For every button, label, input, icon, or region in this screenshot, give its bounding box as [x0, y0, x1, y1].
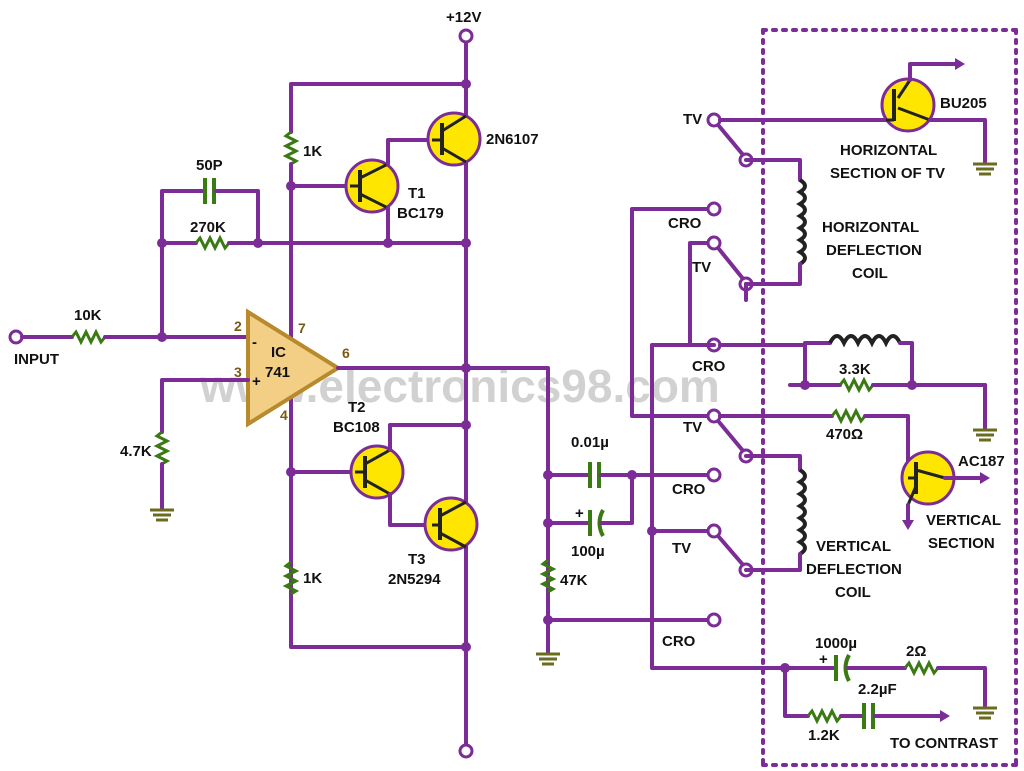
switch-tv1: TV: [683, 111, 702, 128]
r-12k-label: 1.2K: [808, 727, 840, 744]
t-2n6107-part: 2N6107: [486, 131, 539, 148]
supply-label: +12V: [446, 9, 481, 26]
resistor-r-top: [282, 130, 300, 166]
output-bus: [336, 363, 553, 625]
contrast-network: 1000µ + 2Ω 2.2µF 1.2K TO CONTRAST: [780, 635, 998, 752]
coupling-caps: 0.01µ + 100µ: [546, 434, 714, 560]
supply-terminal: [458, 28, 474, 44]
vert-section-l2: SECTION: [928, 535, 995, 552]
feedback-network: 50P 270K: [157, 157, 471, 337]
horiz-coil-l3: COIL: [852, 265, 888, 282]
r-top-label: 1K: [303, 143, 322, 160]
t1-part: BC179: [397, 205, 444, 222]
c-feedback-label: 50P: [196, 157, 223, 174]
bottom-terminal: [458, 743, 474, 759]
input-stage: 10K INPUT: [8, 307, 252, 368]
switch-contacts: TV CRO TV CRO TV CRO TV CRO: [630, 111, 838, 670]
t3-ref: T3: [408, 551, 426, 568]
c-100-plus: +: [575, 505, 584, 522]
transistor-t2: T2 BC108: [286, 399, 468, 527]
switch-cro2: CRO: [692, 358, 726, 375]
r-47k-label: 47K: [560, 572, 588, 589]
pin-noninv: 3: [234, 364, 242, 380]
r-bottom-label: 1K: [303, 570, 322, 587]
switch-cro3: CRO: [672, 481, 706, 498]
opamp-noninv-sign: +: [252, 373, 261, 390]
t2-part: BC108: [333, 419, 380, 436]
bu205-part: BU205: [940, 95, 987, 112]
switch-tv4: TV: [672, 540, 691, 557]
horizontal-deflection-coil: HORIZONTAL DEFLECTION COIL: [744, 158, 922, 286]
vert-section-l1: VERTICAL: [926, 512, 1001, 529]
t3-part: 2N5294: [388, 571, 441, 588]
c-100-label: 100µ: [571, 543, 605, 560]
horiz-load-network: 3.3K: [688, 282, 997, 442]
vert-coil-l3: COIL: [835, 584, 871, 601]
vert-coil-l1: VERTICAL: [816, 538, 891, 555]
switch-tv2: TV: [692, 259, 711, 276]
r-feedback-label: 270K: [190, 219, 226, 236]
transistor-t3: T3 2N5294: [388, 496, 479, 588]
switch-tv3: TV: [683, 419, 702, 436]
tv-section-border: [761, 28, 1018, 767]
pin-vminus: 4: [280, 407, 288, 423]
input-label: INPUT: [14, 351, 59, 368]
r-33k-label: 3.3K: [839, 361, 871, 378]
r-470-label: 470Ω: [826, 426, 863, 443]
horiz-coil-l2: DEFLECTION: [826, 242, 922, 259]
pin-inv: 2: [234, 318, 242, 334]
vertical-drive: 470Ω: [718, 407, 910, 482]
r-noninv-label: 4.7K: [120, 443, 152, 460]
horiz-tv-l1: HORIZONTAL: [840, 142, 937, 159]
noninv-network: 4.7K: [120, 378, 250, 522]
c-001-label: 0.01µ: [571, 434, 609, 451]
horizontal-section: BU205 HORIZONTAL SECTION OF TV: [718, 58, 997, 182]
switch-cro1: CRO: [668, 215, 702, 232]
opamp-inv-sign: -: [252, 334, 257, 351]
t1-ref: T1: [408, 185, 426, 202]
r-input-label: 10K: [74, 307, 102, 324]
opamp-line2: 741: [265, 364, 290, 381]
switch-cro4: CRO: [662, 633, 696, 650]
horiz-coil-l1: HORIZONTAL: [822, 219, 919, 236]
c-1000-label: 1000µ: [815, 635, 857, 652]
c-22-label: 2.2µF: [858, 681, 897, 698]
to-contrast-label: TO CONTRAST: [890, 735, 998, 752]
ac187-part: AC187: [958, 453, 1005, 470]
r47k-network: 47K: [536, 558, 714, 666]
transistor-2n6107: 2N6107: [426, 111, 539, 167]
transistor-t1: T1 BC179: [289, 138, 444, 244]
horiz-tv-l2: SECTION OF TV: [830, 165, 945, 182]
c-1000-plus: +: [819, 651, 828, 668]
opamp-ic741: IC 741 - + 2 3 6 7 4: [234, 308, 350, 428]
r-2ohm-label: 2Ω: [906, 643, 926, 660]
t2-ref: T2: [348, 399, 366, 416]
bottom-bias-resistor: 1K: [282, 560, 471, 652]
vertical-deflection-coil: VERTICAL DEFLECTION COIL: [744, 454, 902, 601]
opamp-line1: IC: [271, 344, 286, 361]
top-bias-network: 1K: [282, 79, 471, 649]
pin-out: 6: [342, 345, 350, 361]
vert-coil-l2: DEFLECTION: [806, 561, 902, 578]
pin-vplus: 7: [298, 320, 306, 336]
vertical-section: AC187 VERTICAL SECTION: [900, 450, 1005, 552]
